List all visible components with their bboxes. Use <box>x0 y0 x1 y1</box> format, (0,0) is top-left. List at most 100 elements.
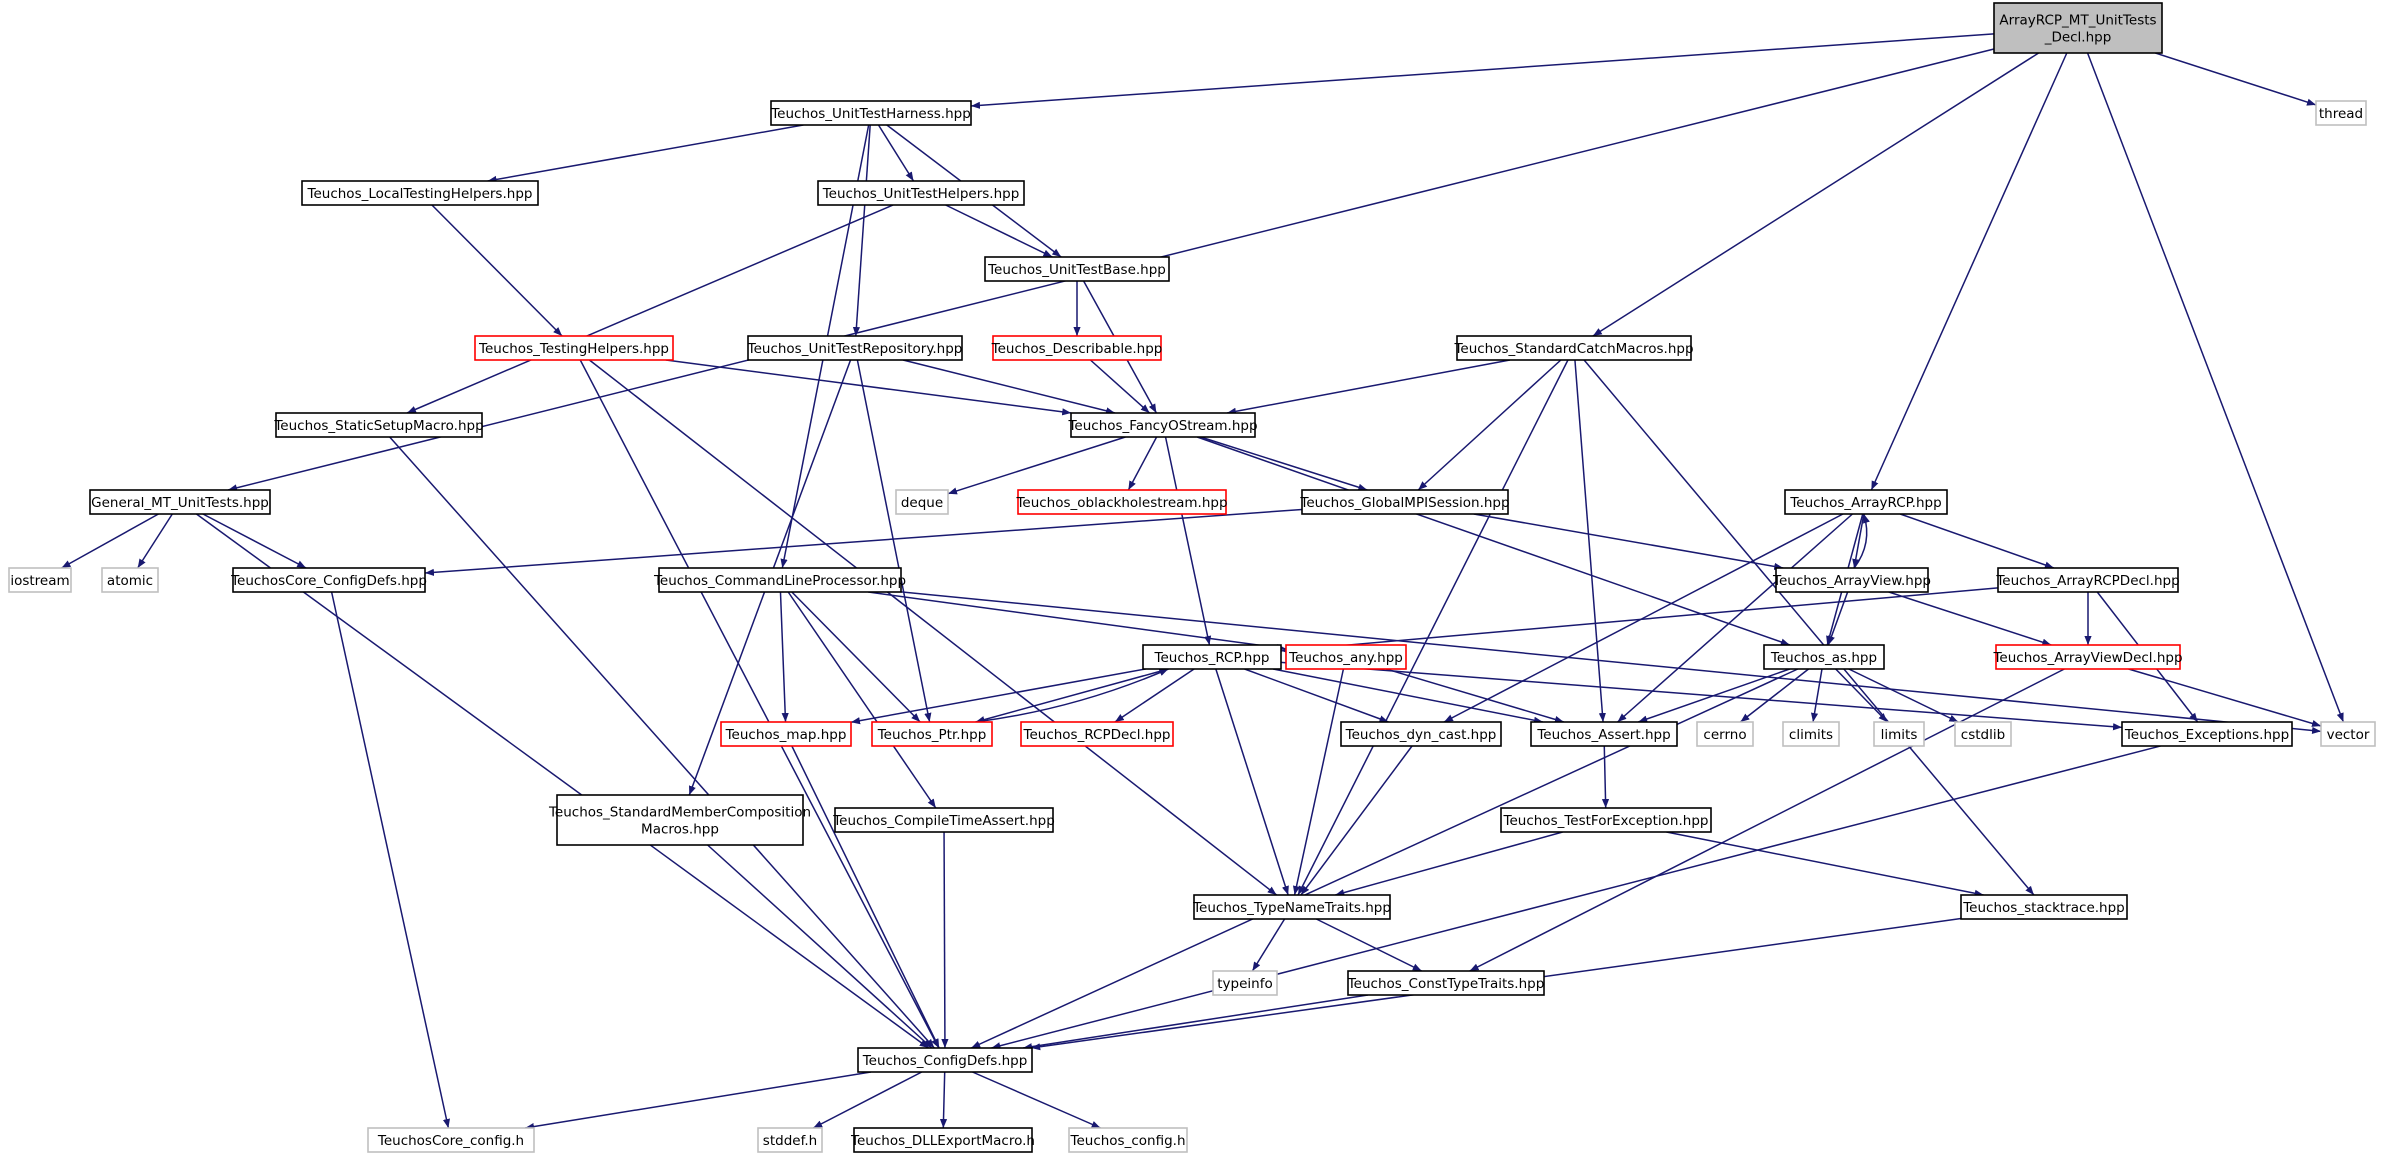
node-box <box>834 807 1054 833</box>
edge-staticsetup-to-configdefs <box>389 436 935 1049</box>
node-box <box>1347 970 1545 996</box>
node-box <box>232 567 426 593</box>
edge-arrow <box>2155 52 2317 106</box>
edge-as-to-cstdlib <box>1848 668 1959 723</box>
edge-arrow <box>1592 52 2040 337</box>
node-box <box>1696 721 1754 747</box>
node-globalmpi[interactable]: Teuchos_GlobalMPISession.hpp <box>1299 489 1510 515</box>
edge-arrow <box>1853 513 1870 569</box>
node-rcp[interactable]: Teuchos_RCP.hpp <box>1142 644 1282 670</box>
node-cmdline[interactable]: Teuchos_CommandLineProcessor.hpp <box>653 567 906 593</box>
edge-utrepo-to-ptr <box>856 359 932 723</box>
node-label: typeinfo <box>1217 976 1272 992</box>
node-vector: vector <box>2320 721 2376 747</box>
node-testforexc[interactable]: Teuchos_TestForException.hpp <box>1500 807 1712 833</box>
node-box <box>1017 489 1227 515</box>
node-root[interactable]: ArrayRCP_MT_UnitTests_Decl.hpp <box>1993 2 2163 54</box>
edge-describable-to-fancy <box>1089 359 1151 414</box>
node-stacktrace[interactable]: Teuchos_stacktrace.hpp <box>1960 894 2128 920</box>
node-arrayrcpdecl[interactable]: Teuchos_ArrayRCPDecl.hpp <box>1995 567 2180 593</box>
edge-stdcatch-to-fancy <box>1226 359 1511 415</box>
node-box <box>853 1127 1033 1153</box>
edge-arrow <box>970 33 1995 109</box>
edge-testhelpers-to-configdefs <box>579 359 940 1049</box>
edge-arrow <box>1300 745 1413 896</box>
node-arrayview[interactable]: Teuchos_ArrayView.hpp <box>1772 567 1931 593</box>
node-label: iostream <box>10 573 69 589</box>
node-label: General_MT_UnitTests.hpp <box>91 495 269 511</box>
edge-typename-to-consttype <box>1315 918 1423 972</box>
node-label: Teuchos_ArrayViewDecl.hpp <box>1992 650 2182 666</box>
node-consttype[interactable]: Teuchos_ConstTypeTraits.hpp <box>1347 970 1545 996</box>
node-utrepo[interactable]: Teuchos_UnitTestRepository.hpp <box>747 335 963 361</box>
node-configdefs[interactable]: Teuchos_ConfigDefs.hpp <box>857 1047 1033 1073</box>
node-box <box>1212 970 1278 996</box>
node-label: Teuchos_stacktrace.hpp <box>1962 900 2125 916</box>
edge-arrow <box>389 436 935 1049</box>
node-harness[interactable]: Teuchos_UnitTestHarness.hpp <box>770 100 972 126</box>
node-cerrno: cerrno <box>1696 721 1754 747</box>
edge-arrow <box>707 844 933 1049</box>
node-label: Teuchos_as.hpp <box>1770 650 1877 666</box>
node-box <box>1070 412 1256 438</box>
node-coreconfigdefs[interactable]: TeuchosCore_ConfigDefs.hpp <box>230 567 427 593</box>
node-typeinfo: typeinfo <box>1212 970 1278 996</box>
node-testhelpers[interactable]: Teuchos_TestingHelpers.hpp <box>474 335 674 361</box>
node-any[interactable]: Teuchos_any.hpp <box>1285 644 1407 670</box>
node-arrayviewdecl[interactable]: Teuchos_ArrayViewDecl.hpp <box>1992 644 2183 670</box>
node-describable[interactable]: Teuchos_Describable.hpp <box>991 335 1163 361</box>
node-box <box>757 1127 823 1153</box>
node-box <box>1782 721 1840 747</box>
edge-arrayrcp-to-dyncast <box>1443 513 1844 723</box>
edge-fancy-to-deque <box>947 436 1126 495</box>
node-exceptions[interactable]: Teuchos_Exceptions.hpp <box>2121 721 2293 747</box>
node-thread: thread <box>2315 100 2367 126</box>
node-box <box>2320 721 2376 747</box>
edge-stdcatch-to-assert <box>1574 359 1606 723</box>
node-staticsetup[interactable]: Teuchos_StaticSetupMacro.hpp <box>273 412 484 438</box>
edge-arrow <box>1473 513 1784 570</box>
edge-arrow <box>791 591 921 723</box>
node-typename[interactable]: Teuchos_TypeNameTraits.hpp <box>1192 894 1391 920</box>
edge-cmdline-to-compiletime <box>787 591 937 809</box>
node-label: Macros.hpp <box>641 822 719 838</box>
edge-arrow <box>665 359 1072 416</box>
node-dyncast[interactable]: Teuchos_dyn_cast.hpp <box>1340 721 1502 747</box>
edge-cmdline-to-map <box>779 591 789 723</box>
node-label: Teuchos_ConfigDefs.hpp <box>862 1053 1028 1069</box>
node-label: Teuchos_ArrayRCP.hpp <box>1789 495 1941 511</box>
node-rcpdecl[interactable]: Teuchos_RCPDecl.hpp <box>1020 721 1174 747</box>
node-box <box>658 567 902 593</box>
node-map[interactable]: Teuchos_map.hpp <box>720 721 852 747</box>
node-box <box>2315 100 2367 126</box>
edge-rcp-to-dyncast <box>1244 668 1389 723</box>
node-general[interactable]: General_MT_UnitTests.hpp <box>89 489 271 515</box>
node-localtest[interactable]: Teuchos_LocalTestingHelpers.hpp <box>301 180 539 206</box>
node-as[interactable]: Teuchos_as.hpp <box>1763 644 1885 670</box>
node-stdmember[interactable]: Teuchos_StandardMemberCompositionMacros.… <box>548 794 811 846</box>
node-box <box>1068 1127 1188 1153</box>
node-label: cstdlib <box>1961 727 2005 743</box>
node-uthelpers[interactable]: Teuchos_UnitTestHelpers.hpp <box>817 180 1025 206</box>
node-label: _Decl.hpp <box>2044 30 2112 46</box>
node-fancy[interactable]: Teuchos_FancyOStream.hpp <box>1067 412 1258 438</box>
edge-arrow <box>939 1071 948 1129</box>
edge-consttype-to-configdefs <box>1022 994 1369 1051</box>
node-dllexport[interactable]: Teuchos_DLLExportMacro.h <box>850 1127 1035 1153</box>
node-compiletime[interactable]: Teuchos_CompileTimeAssert.hpp <box>832 807 1055 833</box>
edge-arrow <box>991 745 2161 1050</box>
node-oblack[interactable]: Teuchos_oblackholestream.hpp <box>1015 489 1228 515</box>
edge-arrow <box>1114 668 1195 723</box>
node-label: Teuchos_UnitTestHarness.hpp <box>770 106 971 122</box>
edge-arrow <box>1739 668 1810 723</box>
edge-arrow <box>202 513 307 569</box>
node-ptr[interactable]: Teuchos_Ptr.hpp <box>871 721 993 747</box>
node-arrayrcp[interactable]: Teuchos_ArrayRCP.hpp <box>1784 489 1948 515</box>
edge-as-to-cerrno <box>1739 668 1810 723</box>
node-utbase[interactable]: Teuchos_UnitTestBase.hpp <box>984 256 1170 282</box>
node-box <box>720 721 852 747</box>
edge-arrow <box>877 124 915 182</box>
edge-arrow <box>787 591 937 809</box>
node-assert[interactable]: Teuchos_Assert.hpp <box>1530 721 1678 747</box>
node-stdcatch[interactable]: Teuchos_StandardCatchMacros.hpp <box>1453 335 1694 361</box>
